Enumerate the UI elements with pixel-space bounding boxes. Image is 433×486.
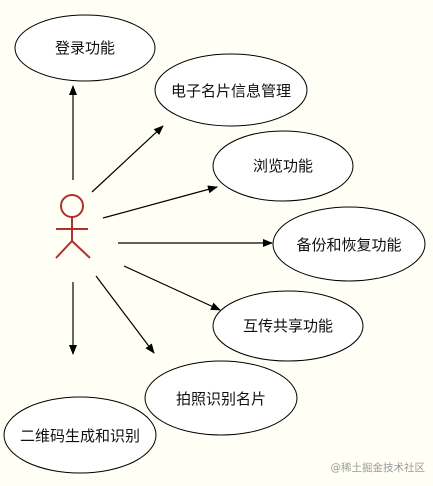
association-arrows — [69, 85, 273, 355]
use-case-label-login: 登录功能 — [55, 39, 115, 57]
use-case-backup: 备份和恢复功能 — [272, 206, 426, 282]
use-case-label-photo: 拍照识别名片 — [176, 390, 266, 408]
arrow-to-browse — [102, 185, 218, 219]
use-case-label-card-mgmt: 电子名片信息管理 — [171, 82, 291, 100]
actor-stick-figure-icon — [55, 194, 91, 259]
use-case-label-backup: 备份和恢复功能 — [296, 236, 401, 254]
use-case-share: 互传共享功能 — [212, 290, 364, 362]
use-case-label-qrcode: 二维码生成和识别 — [20, 427, 140, 445]
use-case-label-share: 互传共享功能 — [243, 317, 333, 335]
arrow-to-card-mgmt — [91, 125, 164, 193]
arrow-to-share — [123, 265, 221, 311]
watermark-text: @稀土掘金技术社区 — [331, 461, 426, 474]
use-case-browse: 浏览功能 — [212, 130, 354, 202]
use-case-login: 登录功能 — [14, 14, 156, 82]
use-case-photo: 拍照识别名片 — [144, 360, 298, 436]
arrow-to-photo — [95, 275, 155, 354]
use-case-qrcode: 二维码生成和识别 — [3, 396, 157, 474]
use-case-card-mgmt: 电子名片信息管理 — [154, 53, 308, 127]
use-case-label-browse: 浏览功能 — [253, 157, 313, 175]
